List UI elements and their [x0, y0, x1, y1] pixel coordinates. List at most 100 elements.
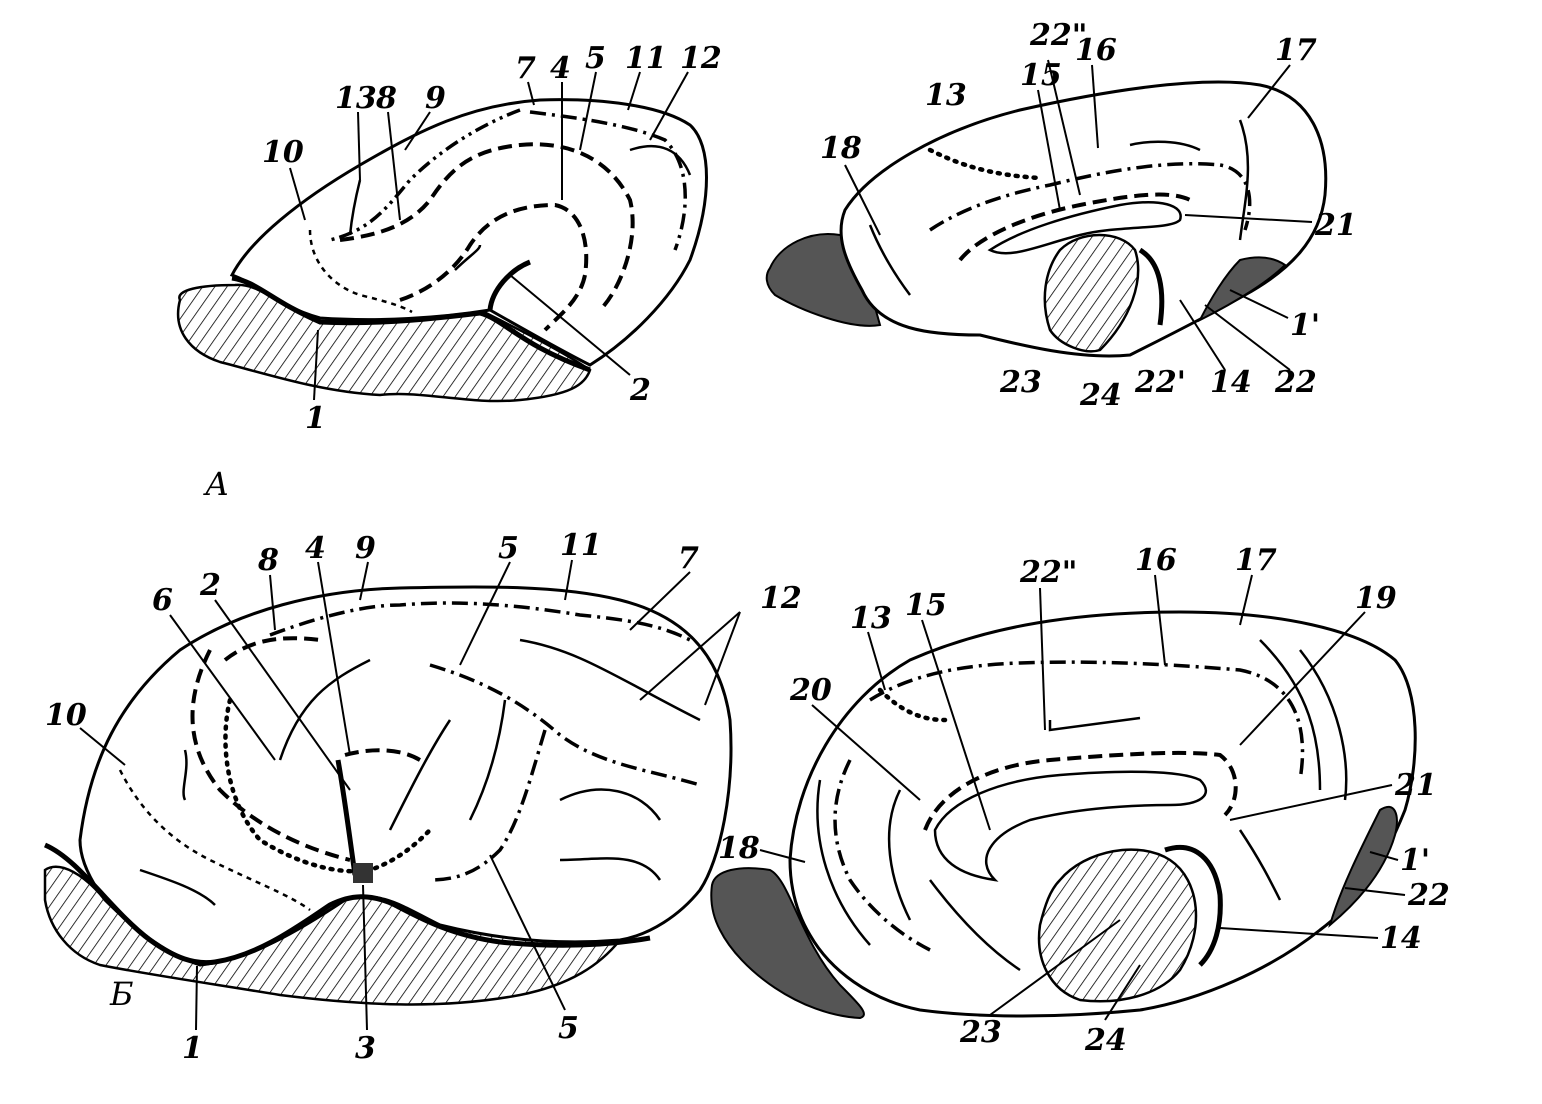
suprasylvian-sulcus-a	[339, 142, 635, 312]
label-am-1p: 1'	[1290, 308, 1320, 343]
label-am-18: 18	[820, 131, 862, 166]
pointer-am-15	[1037, 89, 1061, 211]
pointer-a-10	[289, 167, 306, 221]
label-a-4: 4	[550, 51, 571, 86]
thalamus-cut-b	[1037, 848, 1198, 1003]
gyrus-sulcus-b3	[468, 699, 507, 821]
label-am-24: 24	[1079, 378, 1122, 413]
label-am-22dd: 22"	[1029, 18, 1087, 53]
pointer-b-8	[269, 574, 276, 631]
pointer-bm-24	[1104, 964, 1141, 1021]
label-a-12: 12	[680, 41, 722, 76]
label-bm-16: 16	[1135, 543, 1177, 578]
genual-dotted-a	[927, 147, 1043, 181]
pointer-bm-16	[1154, 574, 1166, 666]
pointer-bm-1p	[1369, 851, 1399, 861]
label-b-2: 2	[199, 568, 221, 603]
label-am-14: 14	[1210, 365, 1252, 400]
label-bm-18: 18	[718, 831, 760, 866]
pointer-a-1	[313, 329, 319, 401]
gyrus-sulcus-b7	[139, 868, 216, 906]
medial-hemisphere-outline-b	[788, 610, 1417, 1018]
label-a-8: 8	[375, 81, 397, 116]
label-a-5: 5	[585, 41, 606, 76]
pointer-a-5	[579, 71, 597, 151]
pointer-b-10	[79, 727, 126, 766]
olfactory-bulb-b-medial	[710, 867, 865, 1020]
gyrus-sulcus-b6	[519, 638, 701, 722]
gyrus-sulcus-b1	[278, 658, 371, 761]
sylvian-branch-a	[487, 259, 532, 311]
label-b-10: 10	[45, 698, 87, 733]
label-am-13: 13	[925, 78, 967, 113]
label-am-17: 17	[1275, 33, 1317, 68]
medial-hemisphere-outline-a	[839, 80, 1328, 358]
lateral-sulcus-a	[529, 110, 687, 251]
label-a-1: 1	[305, 401, 326, 436]
label-b-4: 4	[305, 531, 326, 566]
splenial-sulcus-b	[869, 660, 1305, 781]
minor-sulcus-a1	[454, 244, 482, 271]
pointer-bm-19	[1239, 611, 1366, 746]
rostral-dashdot-b	[833, 759, 931, 952]
panel-b-lateral-hemisphere: 8 4 9 5 11 7 12 6 2 10 1 3 5	[43, 528, 802, 1066]
lateral-fissure-b	[43, 842, 651, 966]
panel-a-label: А	[203, 465, 229, 503]
pointer-a-13	[357, 111, 361, 181]
pointer-am-21	[1184, 214, 1313, 223]
gyrus-sulcus-bm6	[1238, 829, 1282, 901]
pointer-b-6	[169, 614, 276, 761]
corpus-callosum-a	[987, 201, 1182, 255]
pointer-bm-13	[867, 631, 886, 691]
panel-b-label: Б	[109, 975, 134, 1013]
pointer-bm-14	[1219, 927, 1379, 939]
pointer-bm-22	[1344, 887, 1406, 896]
label-b-3: 3	[355, 1031, 376, 1066]
pointer-bm-18	[759, 849, 806, 863]
hippocampal-fissure-b	[1164, 844, 1223, 967]
cingulate-a	[1129, 140, 1201, 152]
callosal-sulcus-a	[958, 192, 1191, 262]
pointer-b-12a	[639, 611, 741, 701]
label-bm-13: 13	[850, 601, 892, 636]
genual-dotted-b	[877, 687, 948, 723]
label-bm-22dd: 22"	[1019, 555, 1077, 590]
pointer-bm-17	[1239, 574, 1253, 626]
coronal-sulcus-b	[269, 601, 691, 642]
rhinal-crossed-line-a	[308, 229, 413, 314]
gyrus-sulcus-bm4	[816, 779, 871, 946]
pointer-b-12b	[704, 611, 741, 706]
pointer-b-5-top	[459, 561, 511, 666]
panel-b-medial-hemisphere: 22" 16 17 19 13 15 20 21 18 1' 22 14 23 …	[710, 543, 1450, 1058]
suprasylvian-sulcus-b	[429, 663, 701, 787]
pointer-b-7	[629, 571, 691, 631]
hippocampal-fissure-a	[1138, 247, 1165, 326]
dotted-sulcus-b	[223, 697, 433, 874]
minor-sulcus-a2	[348, 179, 362, 236]
gyrus-sulcus-bm5	[929, 879, 1021, 972]
thalamus-cut-a	[1043, 233, 1140, 353]
pointer-a-11	[627, 71, 641, 111]
callosal-sulcus-b	[923, 750, 1238, 831]
pointer-b-2	[214, 599, 351, 791]
cingulate-b	[1048, 716, 1141, 732]
label-am-23: 23	[999, 365, 1042, 400]
label-a-10: 10	[262, 135, 304, 170]
label-bm-19: 19	[1355, 581, 1397, 616]
marginal-sulcus-b	[223, 636, 321, 662]
gyrus-sulcus-bm3	[887, 789, 912, 921]
postsylvian-sulcus-b	[429, 729, 547, 882]
label-am-16: 16	[1075, 33, 1117, 68]
label-bm-22: 22	[1407, 878, 1450, 913]
label-bm-1p: 1'	[1400, 843, 1430, 878]
pointer-a-7	[527, 81, 535, 106]
pointer-bm-22dd	[1039, 587, 1046, 731]
label-a-11: 11	[625, 41, 667, 76]
label-b-1: 1	[182, 1031, 203, 1066]
gyrus-sulcus-b5	[559, 857, 662, 881]
label-am-21: 21	[1314, 208, 1357, 243]
label-b-8: 8	[257, 543, 279, 578]
sigmoid-sulcus-b	[344, 748, 422, 762]
pointer-a-12	[649, 71, 689, 141]
